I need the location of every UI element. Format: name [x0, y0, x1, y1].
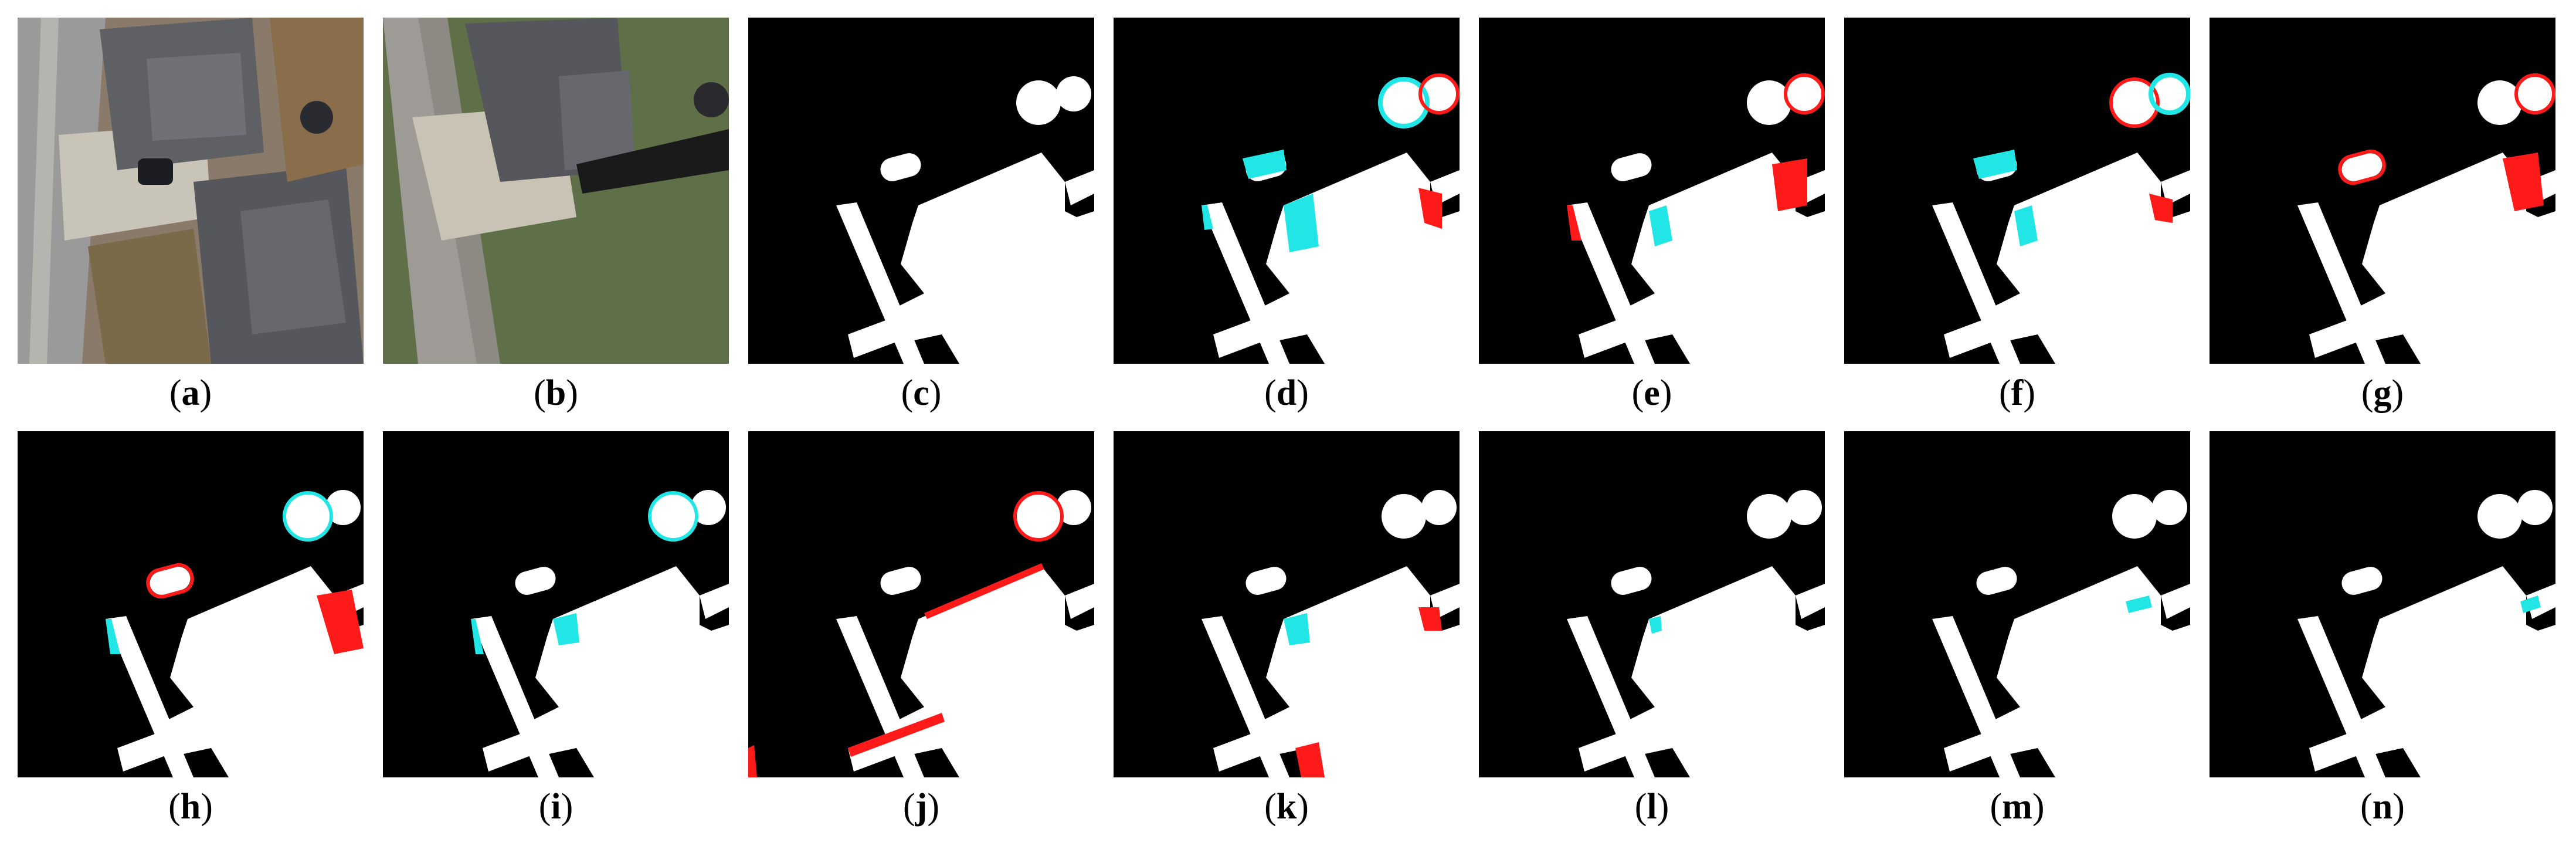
caption-letter: d [1276, 373, 1297, 413]
caption-letter: i [551, 787, 561, 827]
caption-open: ( [901, 373, 914, 413]
caption-letter: h [180, 787, 201, 827]
panel-caption: (i) [383, 786, 729, 828]
aerial-image-t1 [18, 18, 364, 364]
panel-caption: (l) [1479, 786, 1825, 828]
caption-open: ( [1631, 373, 1644, 413]
panel-caption: (f) [1844, 373, 2190, 414]
panel-d [1114, 18, 1460, 364]
caption-close: ) [929, 373, 942, 413]
caption-letter: g [2373, 373, 2392, 413]
caption-open: ( [1264, 787, 1277, 827]
panel-j [748, 431, 1094, 777]
panel-b [383, 18, 729, 364]
caption-open: ( [903, 787, 915, 827]
caption-letter: m [2002, 787, 2032, 827]
change-map-ground-truth [748, 18, 1094, 364]
caption-close: ) [1297, 373, 1309, 413]
panel-g [2210, 18, 2555, 364]
panel-caption: (n) [2210, 786, 2555, 828]
caption-open: ( [1634, 787, 1647, 827]
caption-open: ( [1990, 787, 2003, 827]
caption-open: ( [538, 787, 551, 827]
panel-m [1844, 431, 2190, 777]
panel-caption: (e) [1479, 373, 1825, 414]
caption-close: ) [561, 787, 573, 827]
change-map-prediction [1844, 431, 2190, 777]
panel-caption: (c) [748, 373, 1094, 414]
caption-close: ) [199, 373, 212, 413]
caption-close: ) [2391, 373, 2404, 413]
change-map-prediction [18, 431, 364, 777]
caption-close: ) [201, 787, 213, 827]
panel-caption: (a) [18, 373, 364, 414]
panel-caption: (d) [1114, 373, 1460, 414]
caption-close: ) [1657, 787, 1669, 827]
panel-l [1479, 431, 1825, 777]
change-map-prediction [1114, 431, 1460, 777]
caption-letter: b [545, 373, 566, 413]
caption-letter: e [1644, 373, 1660, 413]
panel-c [748, 18, 1094, 364]
change-map-prediction [1114, 18, 1460, 364]
caption-letter: c [913, 373, 929, 413]
change-map-prediction [383, 431, 729, 777]
caption-close: ) [1659, 373, 1672, 413]
panel-caption: (g) [2210, 373, 2555, 414]
caption-open: ( [1264, 373, 1277, 413]
change-map-prediction [2210, 18, 2555, 364]
change-map-prediction [1844, 18, 2190, 364]
caption-close: ) [1297, 787, 1309, 827]
caption-close: ) [2023, 373, 2035, 413]
caption-letter: a [181, 373, 200, 413]
caption-letter: f [2011, 373, 2024, 413]
caption-open: ( [2360, 787, 2373, 827]
change-map-prediction [748, 431, 1094, 777]
caption-letter: n [2372, 787, 2393, 827]
change-map-prediction [1479, 431, 1825, 777]
caption-letter: k [1276, 787, 1297, 827]
panel-caption: (b) [383, 373, 729, 414]
panel-caption: (k) [1114, 786, 1460, 828]
caption-letter: l [1647, 787, 1657, 827]
caption-open: ( [2361, 373, 2374, 413]
panel-h [18, 431, 364, 777]
panel-k [1114, 431, 1460, 777]
caption-open: ( [534, 373, 546, 413]
change-map-prediction [2210, 431, 2555, 777]
aerial-image-t2 [383, 18, 729, 364]
panel-caption: (j) [748, 786, 1094, 828]
caption-letter: j [915, 787, 928, 827]
panel-caption: (h) [18, 786, 364, 828]
panel-e [1479, 18, 1825, 364]
panel-caption: (m) [1844, 786, 2190, 828]
panel-f [1844, 18, 2190, 364]
caption-close: ) [2032, 787, 2045, 827]
caption-open: ( [1999, 373, 2011, 413]
caption-open: ( [168, 787, 181, 827]
panel-n [2210, 431, 2555, 777]
change-map-prediction [1479, 18, 1825, 364]
panel-a [18, 18, 364, 364]
caption-close: ) [927, 787, 939, 827]
panel-i [383, 431, 729, 777]
caption-open: ( [169, 373, 182, 413]
caption-close: ) [2392, 787, 2405, 827]
caption-close: ) [566, 373, 578, 413]
